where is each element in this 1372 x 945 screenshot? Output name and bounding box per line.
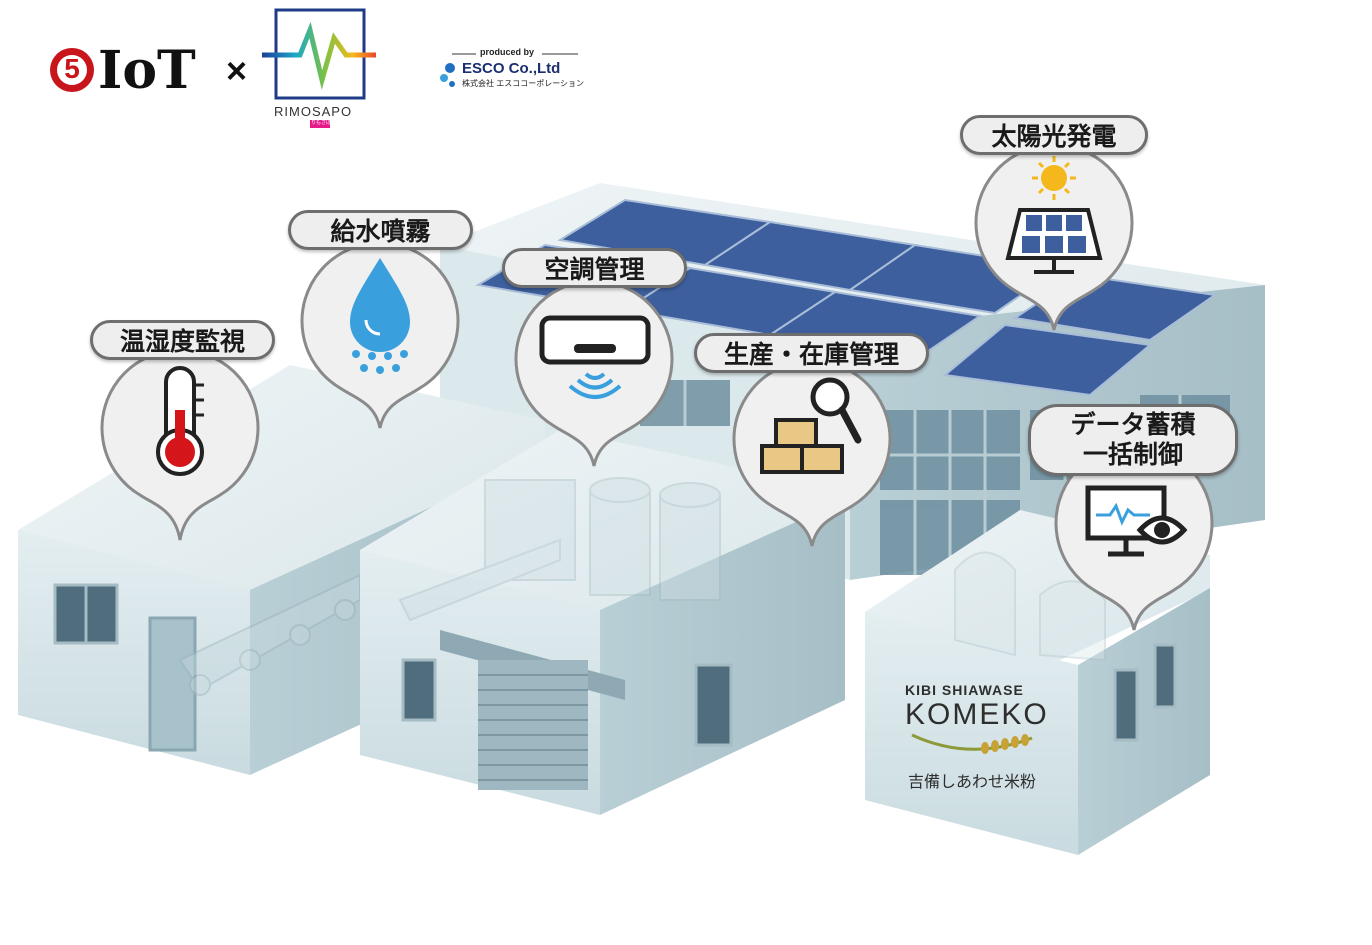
label-water-spray: 給水噴霧	[288, 210, 473, 250]
monitor-eye-icon	[1085, 485, 1188, 557]
solar-panel-icon	[1005, 156, 1103, 274]
sign-line3: 吉備しあわせ米粉	[908, 774, 1037, 791]
thermometer-icon	[156, 366, 204, 476]
label-air-conditioning: 空調管理	[502, 248, 687, 288]
esco-logo-mark	[440, 53, 578, 87]
logo-times: ×	[226, 50, 248, 91]
partner-logo-text: RIMOSAPO	[274, 104, 353, 119]
air-conditioner-icon	[539, 315, 651, 399]
label-data-control-line2: 一括制御	[1082, 440, 1183, 469]
label-solar-power: 太陽光発電	[960, 115, 1148, 155]
label-data-control-line1: データ蓄積	[1070, 410, 1196, 439]
water-drop-icon	[350, 258, 410, 374]
label-temperature-humidity: 温湿度監視	[90, 320, 275, 360]
sign-line1: KIBI SHIAWASE	[905, 682, 1024, 698]
company-name-jp: 株式会社 エスココーポレーション	[462, 79, 585, 88]
middle-building	[360, 430, 845, 815]
sign-line2: KOMEKO	[905, 698, 1049, 731]
partner-logo-sub: りもさぽ	[311, 120, 332, 126]
company-name: ESCO Co.,Ltd	[462, 60, 561, 77]
label-production-inventory: 生産・在庫管理	[694, 333, 929, 373]
logo-iot-text: IoT	[98, 40, 196, 101]
boxes-magnifier-icon	[760, 377, 862, 474]
label-data-control: データ蓄積 一括制御	[1028, 404, 1238, 476]
logo-5iot	[50, 48, 94, 92]
logo-number: 5	[64, 53, 80, 84]
rimosapo-logo	[262, 8, 376, 128]
produced-by: produced by	[480, 47, 535, 57]
